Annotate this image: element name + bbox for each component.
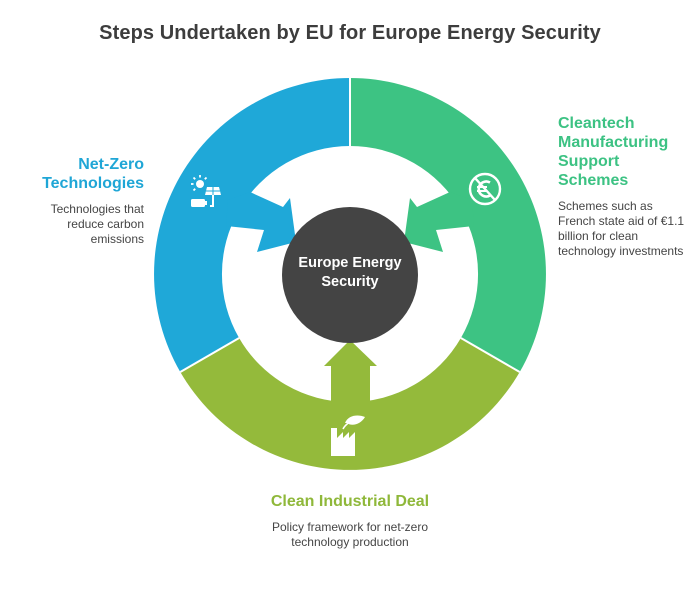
arrow-clean-industrial [324, 340, 377, 405]
center-label: Europe Energy Security [298, 255, 402, 290]
center-circle [282, 207, 418, 343]
euro-no-circle-icon [468, 172, 502, 206]
segment-title-clean-industrial: Clean Industrial Deal [270, 493, 430, 510]
segment-title-cleantech: Cleantech Manufacturing Support Schemes [558, 115, 669, 189]
diagram-title: Steps Undertaken by EU for Europe Energy… [99, 22, 601, 44]
segment-desc-cleantech: Schemes such as French state aid of €1.1… [558, 199, 685, 258]
segment-label-cleantech: Cleantech Manufacturing Support Schemes … [558, 114, 693, 259]
segment-label-net-zero: Net-Zero Technologies Technologies that … [20, 155, 144, 247]
segment-title-net-zero: Net-Zero Technologies [42, 156, 144, 192]
segment-desc-clean-industrial: Policy framework for net-zero technology… [271, 520, 429, 549]
ring-segment-net-zero [154, 78, 350, 372]
ring-segment-cleantech [350, 78, 546, 372]
solar-battery-icon [191, 175, 221, 207]
arrow-net-zero [226, 192, 296, 252]
arrow-cleantech [404, 192, 474, 252]
eco-factory-icon [331, 415, 365, 456]
segment-desc-net-zero: Technologies that reduce carbon emission… [50, 202, 144, 246]
segment-label-clean-industrial: Clean Industrial Deal Policy framework f… [250, 492, 450, 550]
